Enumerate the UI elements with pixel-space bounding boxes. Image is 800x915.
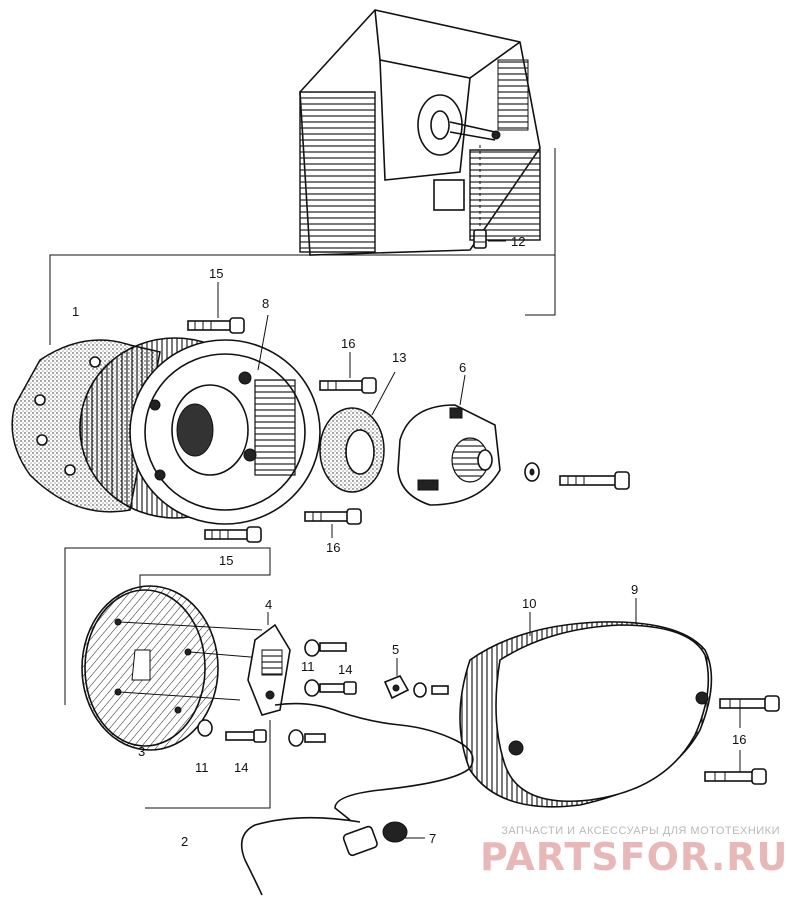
callout-5: 5 [392, 642, 399, 657]
bolt-16-right-lower [704, 708, 767, 785]
base-plate-3 [81, 585, 263, 751]
callout-labels: 1 2 3 4 5 6 7 8 9 10 11 11 12 13 14 14 1… [72, 234, 746, 849]
bolt-15-upper [187, 282, 245, 334]
callout-6: 6 [459, 360, 466, 375]
callout-15-upper: 15 [209, 266, 223, 281]
callout-1: 1 [72, 304, 79, 319]
assembly-bracket-lines [49, 148, 556, 809]
callout-8: 8 [262, 296, 269, 311]
watermark-logo: PARTSFOR.RU [480, 835, 789, 879]
callout-4: 4 [265, 597, 272, 612]
callout-16-upper: 16 [341, 336, 355, 351]
watermark-tagline: ЗАПЧАСТИ И АКСЕССУАРЫ ДЛЯ МОТОТЕХНИКИ [501, 825, 780, 837]
callout-14-upper: 14 [338, 662, 352, 677]
contact-breaker-plate-6 [397, 374, 501, 506]
callout-14-lower: 14 [234, 760, 248, 775]
washer-and-bolt [524, 462, 630, 490]
callout-9: 9 [631, 582, 638, 597]
washers-and-screws-11-14 [197, 639, 357, 747]
callout-16-middle: 16 [326, 540, 340, 555]
callout-12: 12 [511, 234, 525, 249]
callout-13: 13 [392, 350, 406, 365]
callout-3: 3 [138, 744, 145, 759]
condenser-5 [383, 658, 449, 700]
bolt-15-lower [204, 526, 262, 543]
callout-15-lower: 15 [219, 553, 233, 568]
engine-cylinder-block [299, 9, 541, 256]
callout-11-lower: 11 [195, 760, 209, 775]
bolt-16-middle [304, 508, 362, 538]
bolt-16-upper [319, 352, 377, 394]
callout-11-upper: 11 [301, 659, 315, 674]
set-screw-12 [473, 145, 487, 249]
cover-9-and-gasket-10 [459, 598, 713, 808]
wiring-harness-7 [240, 724, 474, 896]
stator-housing-8 [79, 314, 321, 525]
callout-10: 10 [522, 596, 536, 611]
bolt-16-right-upper [719, 695, 780, 712]
breaker-assembly-4 [247, 612, 401, 726]
callout-7: 7 [429, 831, 436, 846]
rotor-ring-13 [319, 371, 396, 493]
watermark: ЗАПЧАСТИ И АКСЕССУАРЫ ДЛЯ МОТОТЕХНИКИ PA… [480, 825, 789, 879]
callout-2: 2 [181, 834, 188, 849]
callout-16-right: 16 [732, 732, 746, 747]
